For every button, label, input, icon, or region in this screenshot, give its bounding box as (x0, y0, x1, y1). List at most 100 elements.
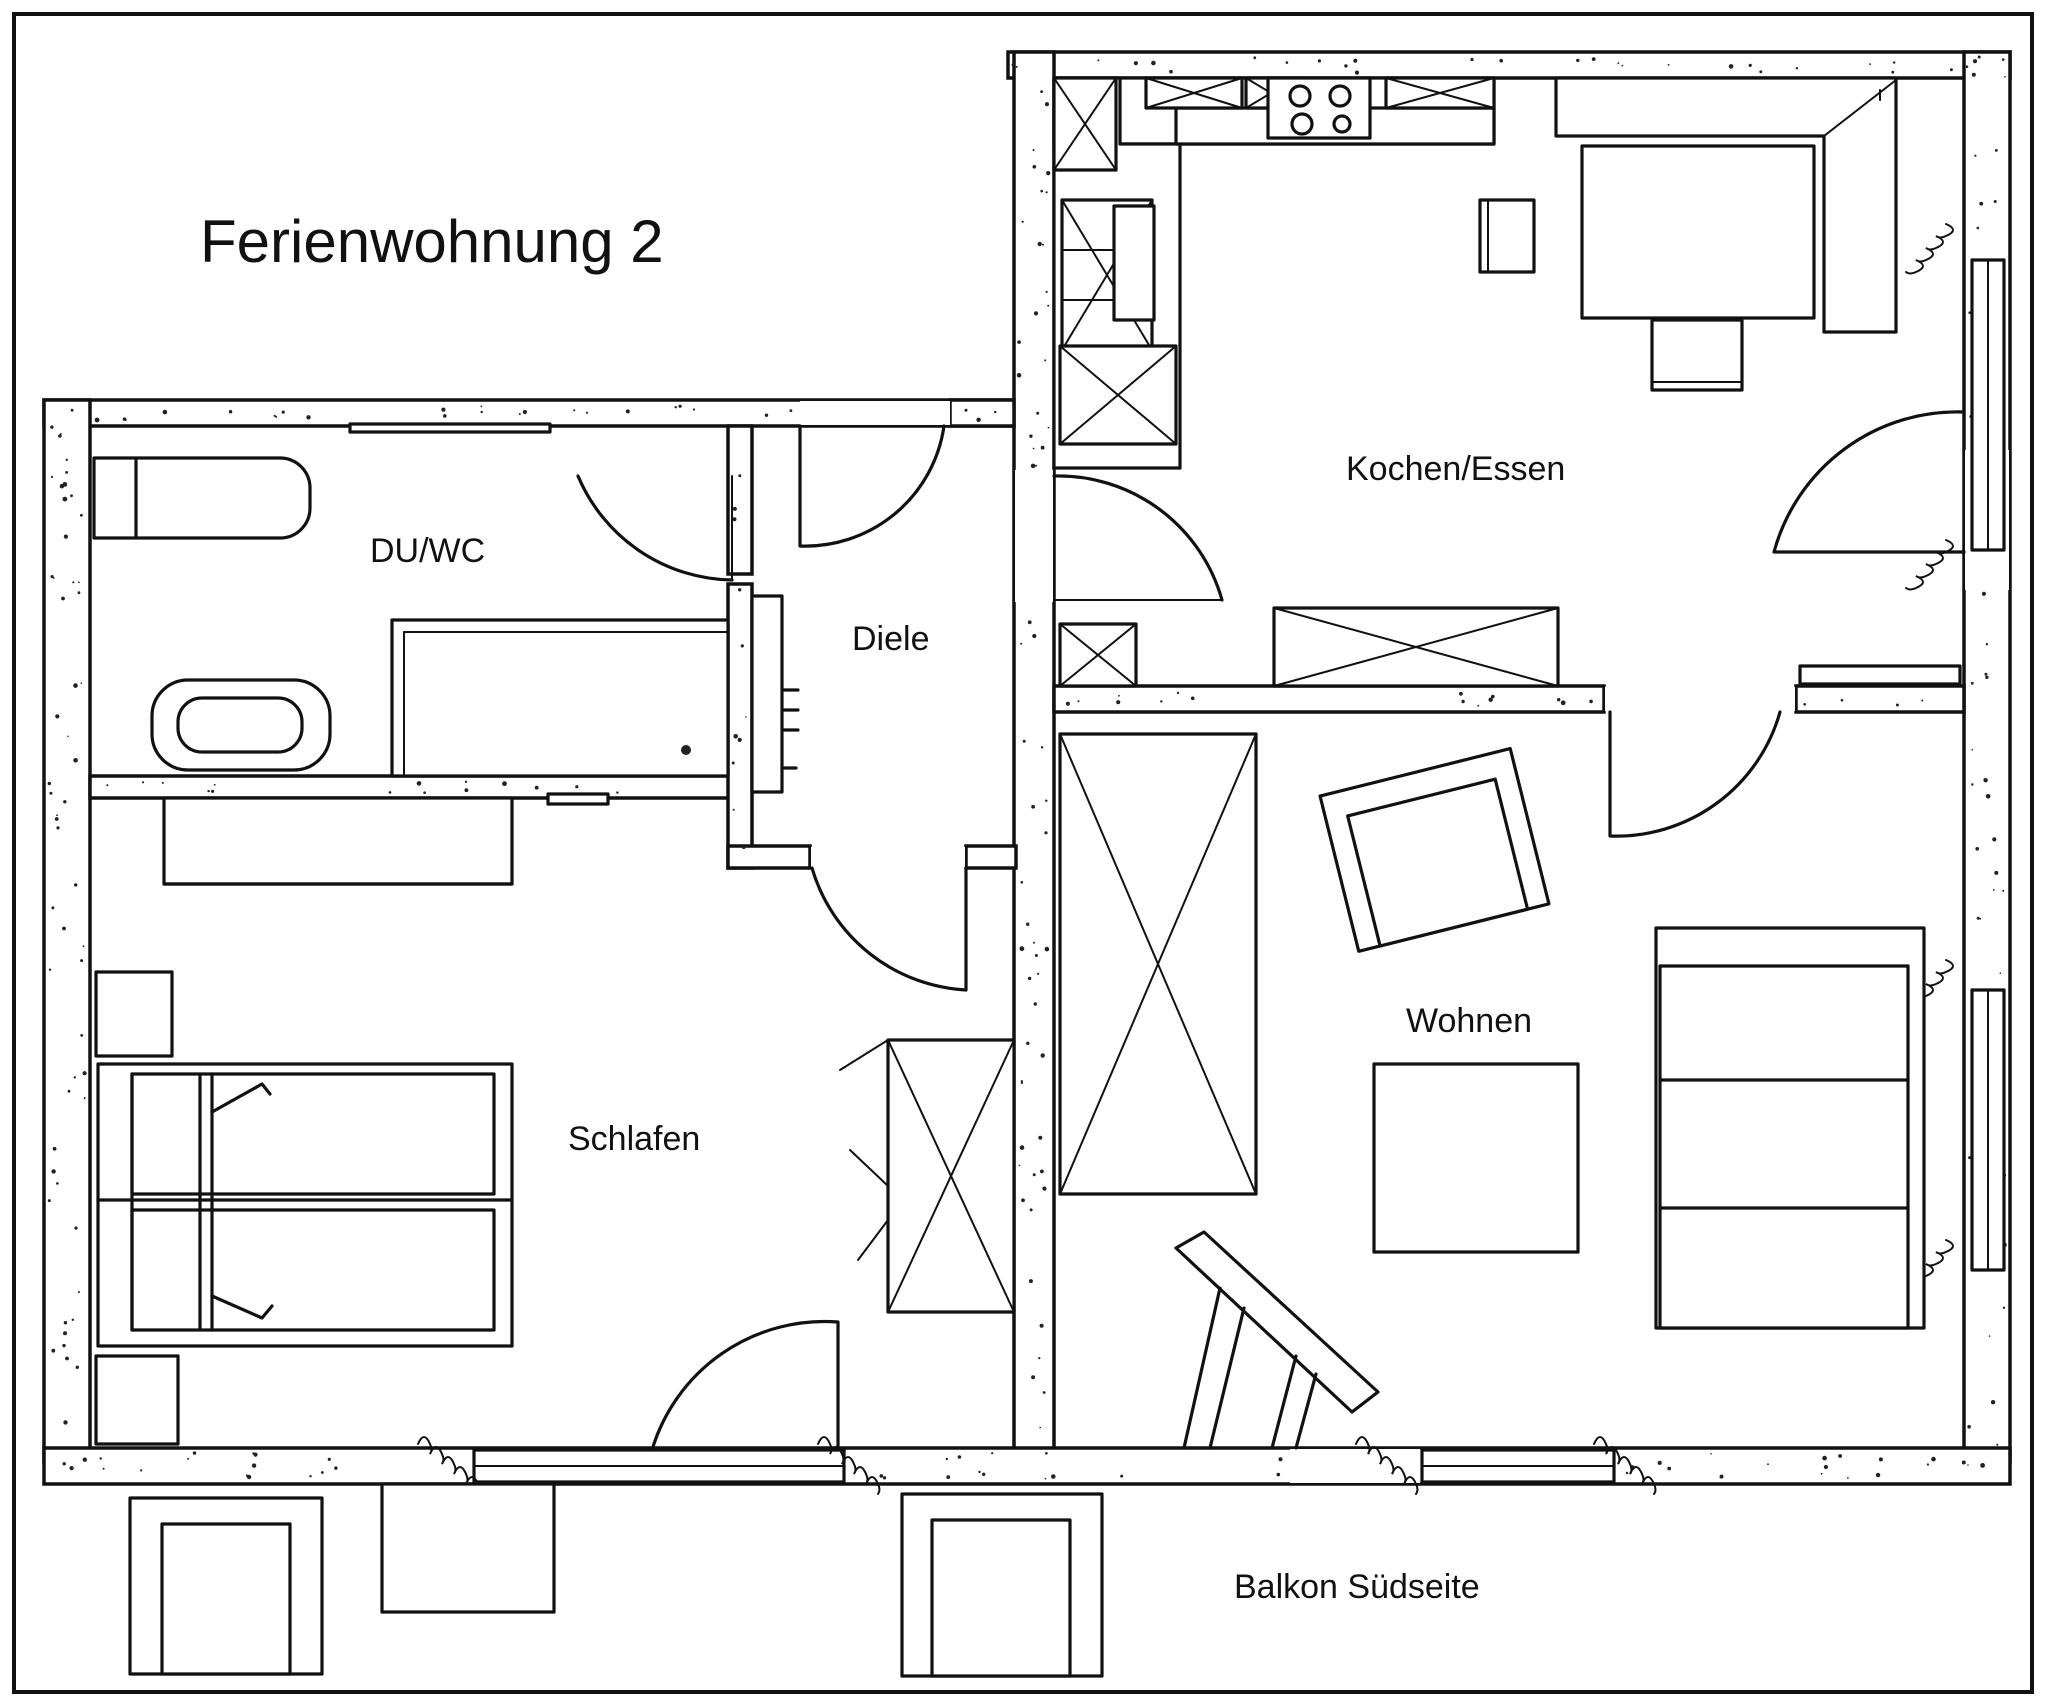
wall-bath-hall-lower (726, 582, 754, 870)
wall-texture-dot (1018, 1164, 1021, 1167)
wall-hall-top-stub (948, 398, 1016, 428)
wall-texture-dot (211, 789, 215, 793)
double-bed (96, 1062, 514, 1348)
wall-texture-dot (464, 788, 469, 793)
wall-texture-dot (1985, 643, 1989, 646)
wall-texture-dot (1151, 60, 1156, 66)
wall-texture-dot (75, 1365, 80, 1370)
wall-texture-dot (2001, 58, 2005, 61)
wall-texture-dot (1931, 1456, 1936, 1462)
wall-texture-dot (1823, 1464, 1828, 1470)
wall-texture-dot (1020, 1080, 1024, 1083)
wall-texture-dot (879, 1474, 884, 1478)
wall-texture (47, 55, 2007, 1480)
wall-texture-dot (1044, 102, 1050, 107)
wall-texture-dot (738, 588, 742, 592)
wall-texture-dot (1046, 171, 1051, 176)
toilet (92, 456, 312, 540)
window-bath-lower (546, 792, 610, 806)
wall-texture-dot (71, 1318, 75, 1322)
wall-texture-dot (162, 409, 168, 415)
wall-texture-dot (534, 785, 539, 790)
wall-texture-dot (1971, 748, 1974, 751)
wall-texture-dot (62, 496, 68, 502)
wall-texture-dot (213, 783, 216, 786)
wall-texture-dot (1276, 1472, 1281, 1477)
wall-texture-dot (67, 735, 69, 738)
wall-texture-dot (1710, 1453, 1712, 1455)
wall-texture-dot (1822, 1455, 1827, 1461)
wall-texture-dot (56, 1182, 59, 1185)
wall-texture-dot (51, 1169, 56, 1174)
door-bedroom (810, 866, 968, 992)
room-label-hall: Diele (852, 620, 929, 658)
wall-texture-dot (1026, 922, 1030, 926)
wall-texture-dot (70, 408, 74, 412)
curtain (817, 1436, 881, 1495)
wall-texture-dot (1992, 889, 1995, 891)
wall-texture-dot (61, 596, 65, 601)
wall-texture-dot (1045, 799, 1048, 802)
wall-texture-dot (1589, 699, 1593, 704)
wall-texture-dot (1499, 58, 1503, 63)
wall-texture-dot (1051, 1474, 1056, 1479)
wall-texture-dot (1968, 1156, 1972, 1160)
bathroom-fixtures (92, 456, 730, 778)
wall-texture-dot (1667, 64, 1670, 66)
balcony-fixtures (128, 1482, 2011, 1678)
wall-texture-dot (957, 1455, 962, 1459)
wall-texture-dot (1027, 620, 1032, 625)
wall-texture-dot (1029, 434, 1033, 438)
wall-texture-dot (58, 434, 62, 438)
wall-texture-dot (737, 737, 742, 743)
wall-texture-dot (502, 781, 507, 787)
wall-texture-dot (94, 417, 100, 423)
wall-texture-dot (882, 1476, 887, 1480)
wall-texture-dot (1972, 59, 1978, 64)
wall-texture-dot (1020, 881, 1024, 884)
wall-texture-dot (742, 845, 746, 849)
wall-texture-dot (1996, 1443, 1999, 1446)
doors (576, 410, 1966, 1452)
wall-texture-dot (1160, 700, 1163, 703)
wall-texture-dot (1560, 700, 1566, 706)
wall-texture-dot (50, 425, 54, 429)
wall-texture-dot (1488, 697, 1493, 702)
curtain (1355, 1436, 1419, 1495)
wall-texture-dot (1767, 1463, 1769, 1466)
wall-texture-dot (1116, 700, 1121, 705)
wall-kitchen-living-left (1052, 684, 1606, 714)
wall-texture-dot (62, 1343, 66, 1348)
wall-texture-dot (51, 906, 55, 910)
door-bath (576, 474, 734, 582)
wall-left-outer (42, 398, 92, 1464)
wall-texture-dot (1040, 1169, 1044, 1174)
wall-texture-dot (1029, 1208, 1033, 1212)
wall-texture-dot (67, 1089, 71, 1093)
wall-texture-dot (982, 1472, 986, 1477)
wall-texture-dot (77, 1291, 80, 1294)
wall-texture-dot (1278, 1457, 1283, 1462)
wall-texture-dot (1728, 64, 1734, 69)
wall-texture-dot (1557, 698, 1561, 702)
wall-texture-dot (1039, 1323, 1044, 1328)
wall-texture-dot (674, 406, 677, 409)
wall-texture-dot (80, 682, 83, 684)
wall-texture-dot (1027, 976, 1032, 981)
wall-texture-dot (63, 1331, 67, 1336)
wall-texture-dot (388, 791, 392, 794)
door-balcony (650, 1319, 840, 1452)
wall-texture-dot (625, 409, 630, 414)
wall-texture-dot (69, 1466, 74, 1471)
wall-texture-dot (1719, 1474, 1724, 1479)
living-fixtures (1058, 732, 1926, 1450)
wall-texture-dot (306, 415, 311, 420)
wall-texture-dot (1999, 972, 2002, 974)
wall-texture-dot (1044, 831, 1048, 835)
wall-texture-dot (1040, 90, 1043, 93)
armchair (1318, 747, 1551, 953)
wall-texture-dot (1979, 917, 1982, 920)
wall-texture-dot (1921, 699, 1924, 702)
wall-texture-dot (1042, 1186, 1047, 1191)
wall-texture-dot (251, 1463, 257, 1468)
